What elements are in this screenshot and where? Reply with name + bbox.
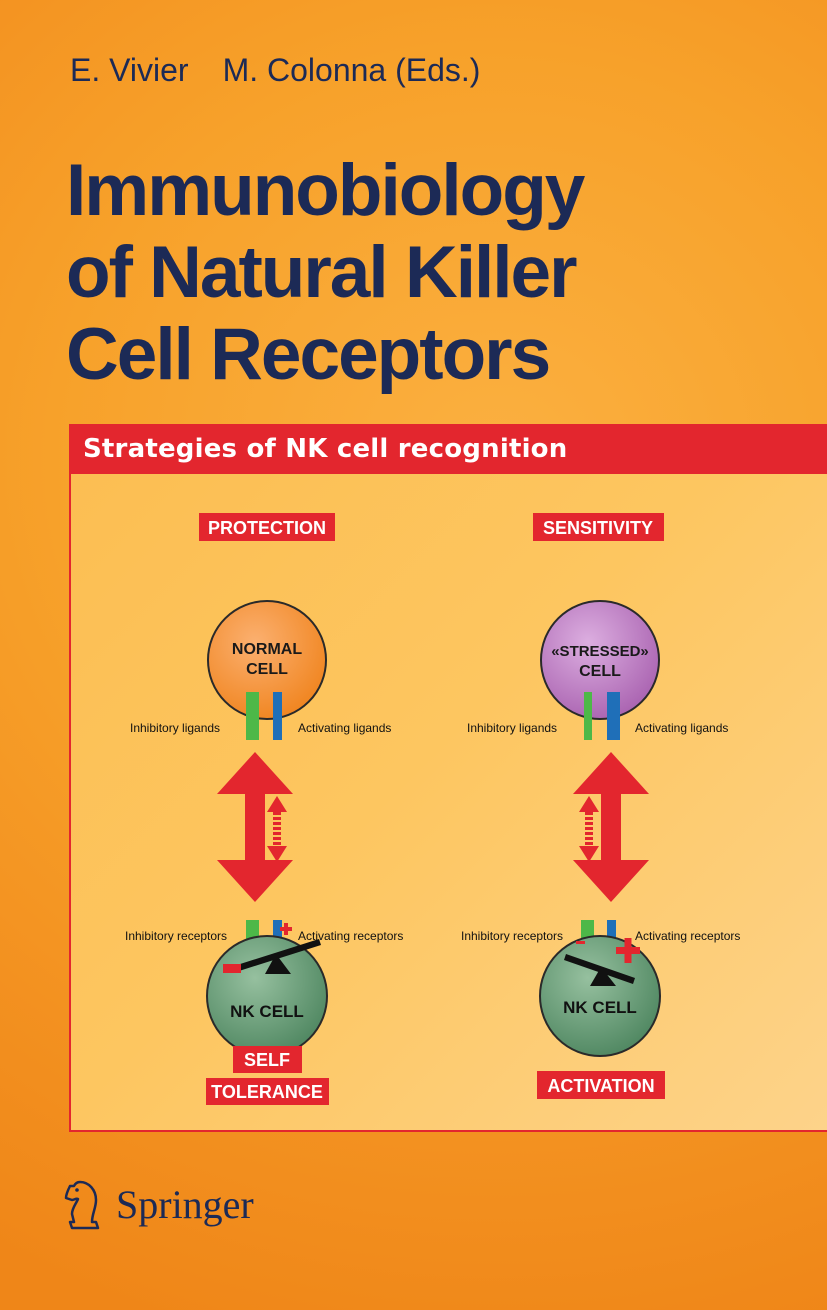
- activation-label: ACTIVATION: [547, 1076, 654, 1096]
- activating-ligands-label-right: Activating ligands: [635, 721, 728, 735]
- activating-ligand-left: [273, 692, 282, 740]
- protection-label: PROTECTION: [208, 518, 326, 538]
- activating-receptor-left: [273, 920, 282, 950]
- nk-cell-left: [206, 935, 328, 1057]
- plus-sign-left: [280, 923, 292, 935]
- protection-label-box: [199, 513, 335, 541]
- inhibitory-ligand-right: [584, 692, 592, 740]
- springer-knight-icon: [64, 1180, 100, 1230]
- plus-sign-right: [616, 938, 640, 963]
- self-label-box: [233, 1046, 302, 1073]
- figure-header: Strategies of NK cell recognition: [69, 424, 827, 474]
- inhibitory-receptors-label-left: Inhibitory receptors: [125, 929, 227, 943]
- inhibitory-receptors-label-right: Inhibitory receptors: [461, 929, 563, 943]
- publisher-logo: Springer: [62, 1178, 254, 1230]
- self-label: SELF: [244, 1050, 290, 1070]
- balance-scale-left-icon: [223, 923, 321, 974]
- nk-cell-label-left: NK CELL: [230, 1002, 304, 1021]
- activating-receptors-label-left: Activating receptors: [298, 929, 403, 943]
- right-column: SENSITIVITY «STRESSED» CELL Inhibitory l…: [461, 513, 740, 1099]
- title-line-1: Immunobiology: [66, 150, 585, 231]
- double-arrow-large-right: [573, 752, 649, 902]
- publisher-name: Springer: [116, 1181, 254, 1227]
- minus-sign-left: [223, 964, 241, 973]
- activating-ligands-label-left: Activating ligands: [298, 721, 391, 735]
- sensitivity-label: SENSITIVITY: [543, 518, 653, 538]
- normal-cell: [207, 600, 327, 720]
- minus-sign-right: [576, 941, 585, 944]
- tolerance-label: TOLERANCE: [211, 1082, 323, 1102]
- stressed-cell: [540, 600, 660, 720]
- activating-ligand-right: [607, 692, 620, 740]
- stressed-cell-label-1: «STRESSED»: [551, 643, 649, 660]
- activating-receptors-label-right: Activating receptors: [635, 929, 740, 943]
- normal-cell-label-1: NORMAL: [232, 641, 302, 658]
- activation-label-box: [537, 1071, 665, 1099]
- nk-cell-right: [539, 935, 661, 1057]
- double-arrow-small-left: [267, 796, 287, 862]
- figure-header-text: Strategies of NK cell recognition: [83, 434, 568, 464]
- inhibitory-ligands-label-left: Inhibitory ligands: [130, 721, 220, 735]
- editor-2: M. Colonna (Eds.): [222, 52, 481, 88]
- double-arrow-large-left: [217, 752, 293, 902]
- double-arrow-small-right: [579, 796, 599, 862]
- nk-recognition-diagram: PROTECTION NORMAL CELL Inhibitory ligand…: [125, 513, 740, 1105]
- sensitivity-label-box: [533, 513, 664, 541]
- figure-body: [69, 474, 827, 1132]
- nk-cell-label-right: NK CELL: [563, 998, 637, 1017]
- activating-receptor-right: [607, 920, 616, 950]
- stressed-cell-label-2: CELL: [579, 663, 621, 680]
- title-line-2: of Natural Killer: [66, 232, 578, 313]
- title-line-3: Cell Receptors: [66, 314, 551, 395]
- book-title: Immunobiology of Natural Killer Cell Rec…: [66, 150, 585, 396]
- figure-panel: Strategies of NK cell recognition PROTEC…: [69, 424, 827, 1132]
- editor-1: E. Vivier: [70, 52, 189, 88]
- normal-cell-label-2: CELL: [246, 661, 288, 678]
- inhibitory-ligand-left: [246, 692, 259, 740]
- tolerance-label-box: [206, 1078, 329, 1105]
- editors: E. Vivier M. Colonna (Eds.): [70, 52, 480, 89]
- balance-scale-right-icon: [564, 938, 640, 986]
- inhibitory-ligands-label-right: Inhibitory ligands: [467, 721, 557, 735]
- left-column: PROTECTION NORMAL CELL Inhibitory ligand…: [125, 513, 403, 1105]
